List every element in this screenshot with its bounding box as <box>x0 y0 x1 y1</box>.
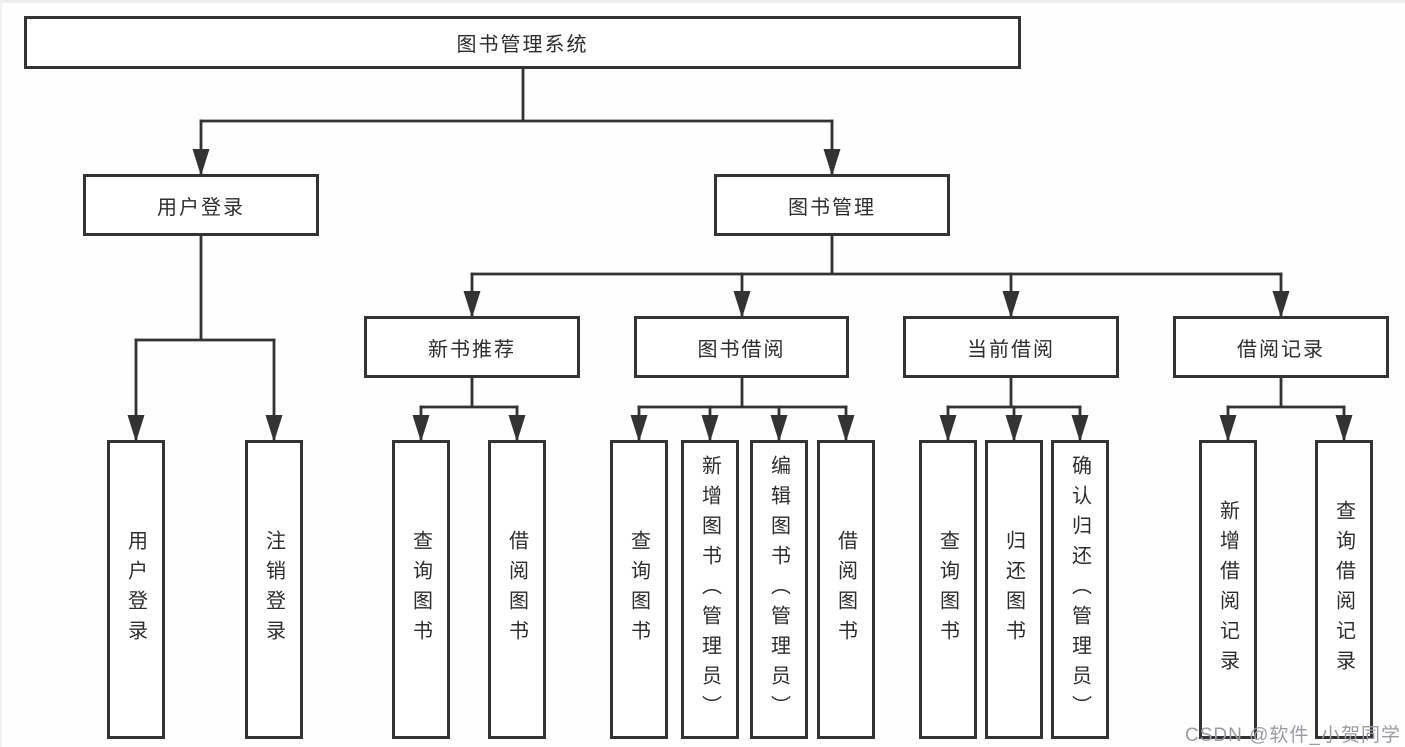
node-user-login: 用户登录 <box>83 174 319 236</box>
node-leaf-query-books-3: 查询图书 <box>919 440 977 739</box>
node-book-management: 图书管理 <box>714 174 950 236</box>
connector-lines <box>127 67 1353 442</box>
node-leaf-logout: 注销登录 <box>245 440 303 739</box>
node-borrow-records: 借阅记录 <box>1173 316 1389 378</box>
node-leaf-confirm-return-admin: 确认归还（管理员） <box>1051 440 1109 739</box>
node-leaf-borrow-books-1: 借阅图书 <box>488 440 546 739</box>
node-leaf-query-books-2: 查询图书 <box>610 440 668 739</box>
node-library-management-system: 图书管理系统 <box>24 16 1021 69</box>
node-book-borrow: 图书借阅 <box>634 316 849 378</box>
node-leaf-borrow-books-2: 借阅图书 <box>817 440 875 739</box>
node-new-book-recommend: 新书推荐 <box>364 316 580 378</box>
node-leaf-add-borrow-record: 新增借阅记录 <box>1199 440 1257 739</box>
node-leaf-user-login: 用户登录 <box>107 440 165 739</box>
node-leaf-query-borrow-record: 查询借阅记录 <box>1315 440 1373 739</box>
node-leaf-edit-books-admin: 编辑图书（管理员） <box>750 440 808 739</box>
node-current-borrow: 当前借阅 <box>903 316 1119 378</box>
csdn-watermark: CSDN @软件_小贺同学 <box>1185 725 1401 746</box>
node-leaf-return-books: 归还图书 <box>985 440 1043 739</box>
node-leaf-add-books-admin: 新增图书（管理员） <box>681 440 739 739</box>
tree-rails <box>134 67 1346 409</box>
node-leaf-query-books-1: 查询图书 <box>392 440 450 739</box>
